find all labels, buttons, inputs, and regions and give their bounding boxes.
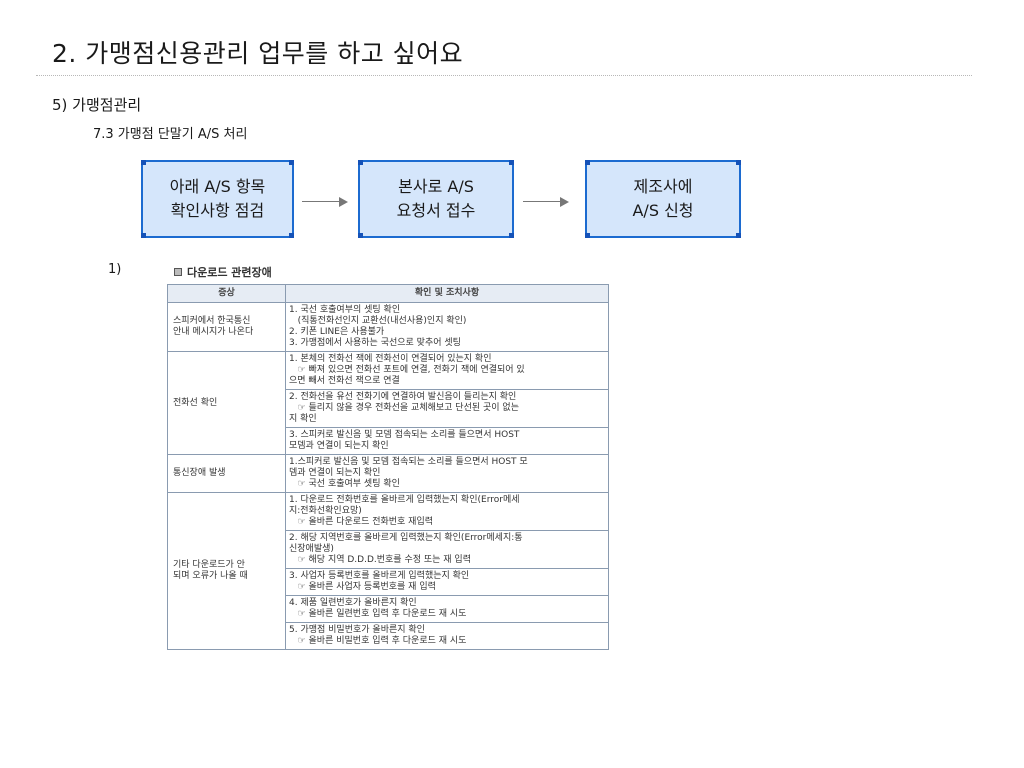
table-caption: 다운로드 관련장애 [174,264,272,280]
flow-arrow-icon [523,197,569,207]
action-line: ☞ 국선 호출여부 셋팅 확인 [289,479,400,489]
action-line: 뎀과 연결이 되는지 확인 [289,468,381,478]
section-heading: 5) 가맹점관리 [52,96,142,114]
action-line: ☞ 올바른 다운로드 전화번호 재입력 [289,517,434,527]
symptom-line: 전화선 확인 [173,397,218,408]
action-line: 4. 제품 일련번호가 올바른지 확인 [289,598,417,608]
header-action: 확인 및 조치사항 [285,284,609,303]
flow-step-manufacturer: 제조사에 A/S 신청 [585,160,741,238]
action-line: 신장애발생) [289,544,334,554]
table-header-row: 증상 확인 및 조치사항 [167,284,609,303]
action-line: 2. 키폰 LINE은 사용불가 [289,327,385,337]
action-line: 3. 사업자 등록번호를 올바르게 입력했는지 확인 [289,571,470,581]
flow-step-line: A/S 신청 [632,201,694,220]
action-line: ☞ 빠져 있으면 전화선 포트에 연결, 전화기 잭에 연결되어 있 [289,365,525,375]
action-line: 1.스피커로 발신음 및 모뎀 접속되는 소리를 들으면서 HOST 모 [289,457,528,467]
header-symptom: 증상 [167,284,286,303]
flow-step-line: 아래 A/S 항목 [169,177,266,196]
action-line: ☞ 올바른 일련번호 입력 후 다운로드 재 시도 [289,609,467,619]
page-title: 2. 가맹점신용관리 업무를 하고 싶어요 [52,39,464,68]
action-line: 1. 국선 호출여부의 셋팅 확인 [289,305,401,315]
action-line: 2. 해당 지역번호를 올바르게 입력했는지 확인(Error메세지:통 [289,533,523,543]
action-line: ☞ 해당 지역 D.D.D.번호를 수정 또는 재 입력 [289,555,471,565]
action-line: 3. 스피커로 발신음 및 모뎀 접속되는 소리를 들으면서 HOST [289,430,520,440]
action-cell: 3. 사업자 등록번호를 올바르게 입력했는지 확인 ☞ 올바른 사업자 등록번… [285,568,609,596]
square-bullet-icon [174,268,182,276]
symptom-cell: 통신장애 발생 [167,454,286,493]
flow-step-request-hq: 본사로 A/S 요청서 접수 [358,160,514,238]
table-row: 통신장애 발생 1.스피커로 발신음 및 모뎀 접속되는 소리를 들으면서 HOS… [167,454,609,493]
symptom-line: 기타 다운로드가 안 [173,560,245,570]
action-line: ☞ 올바른 비밀번호 입력 후 다운로드 재 시도 [289,636,467,646]
symptom-line: 안내 메시지가 나온다 [173,327,254,337]
action-cell: 4. 제품 일련번호가 올바른지 확인 ☞ 올바른 일련번호 입력 후 다운로드… [285,595,609,623]
table-caption-text: 다운로드 관련장애 [187,266,272,279]
flow-step-line: 확인사항 점검 [170,201,265,220]
flow-step-line: 요청서 접수 [396,201,476,220]
action-cell: 1. 본체의 전화선 잭에 전화선이 연결되어 있는지 확인 ☞ 빠져 있으면 … [285,351,609,390]
action-line: ☞ 들리지 않을 경우 전화선을 교체해보고 단선된 곳이 없는 [289,403,519,413]
table-row: 2. 전화선을 유선 전화기에 연결하여 발신음이 들리는지 확인 ☞ 들리지 … [168,389,609,428]
table-row: 5. 가맹점 비밀번호가 올바른지 확인 ☞ 올바른 비밀번호 입력 후 다운로… [168,622,609,650]
action-line: 5. 가맹점 비밀번호가 올바른지 확인 [289,625,425,635]
action-cell: 2. 전화선을 유선 전화기에 연결하여 발신음이 들리는지 확인 ☞ 들리지 … [285,389,609,428]
action-line: 모뎀과 연결이 되는지 확인 [289,441,389,451]
action-line: 3. 가맹점에서 사용하는 국선으로 맞추어 셋팅 [289,338,461,348]
flow-step-check-items: 아래 A/S 항목 확인사항 점검 [141,160,294,238]
symptom-line: 통신장애 발생 [173,468,226,478]
action-line: 지 확인 [289,414,317,424]
action-line: 1. 다운로드 전화번호를 올바르게 입력했는지 확인(Error메세 [289,495,520,505]
list-number: 1) [108,262,122,277]
symptom-line: 스피커에서 한국통신 [173,316,251,326]
action-line: 2. 전화선을 유선 전화기에 연결하여 발신음이 들리는지 확인 [289,392,517,402]
action-line: ☞ 올바른 사업자 등록번호를 재 입력 [289,582,436,592]
symptom-cell: 전화선 확인 [167,351,286,455]
symptom-line: 되며 오류가 나올 때 [173,571,248,581]
action-line: 지:전화선확인요망) [289,506,362,516]
table-row: 전화선 확인 1. 본체의 전화선 잭에 전화선이 연결되어 있는지 확인 ☞ 빠… [167,351,609,455]
action-line: (직통전화선인지 교환선(내선사용)인지 확인) [289,316,467,326]
action-line: 으면 빼서 전화선 잭으로 연결 [289,376,400,386]
flow-arrow-icon [302,197,348,207]
flow-step-line: 본사로 A/S [398,177,474,196]
action-line: 1. 본체의 전화선 잭에 전화선이 연결되어 있는지 확인 [289,354,492,364]
flow-step-line: 제조사에 [633,177,693,196]
title-divider [36,75,972,76]
subsection-heading: 7.3 가맹점 단말기 A/S 처리 [93,127,248,142]
action-cell: 5. 가맹점 비밀번호가 올바른지 확인 ☞ 올바른 비밀번호 입력 후 다운로… [285,622,609,650]
action-cell: 1. 국선 호출여부의 셋팅 확인 (직통전화선인지 교환선(내선사용)인지 확… [285,302,609,352]
